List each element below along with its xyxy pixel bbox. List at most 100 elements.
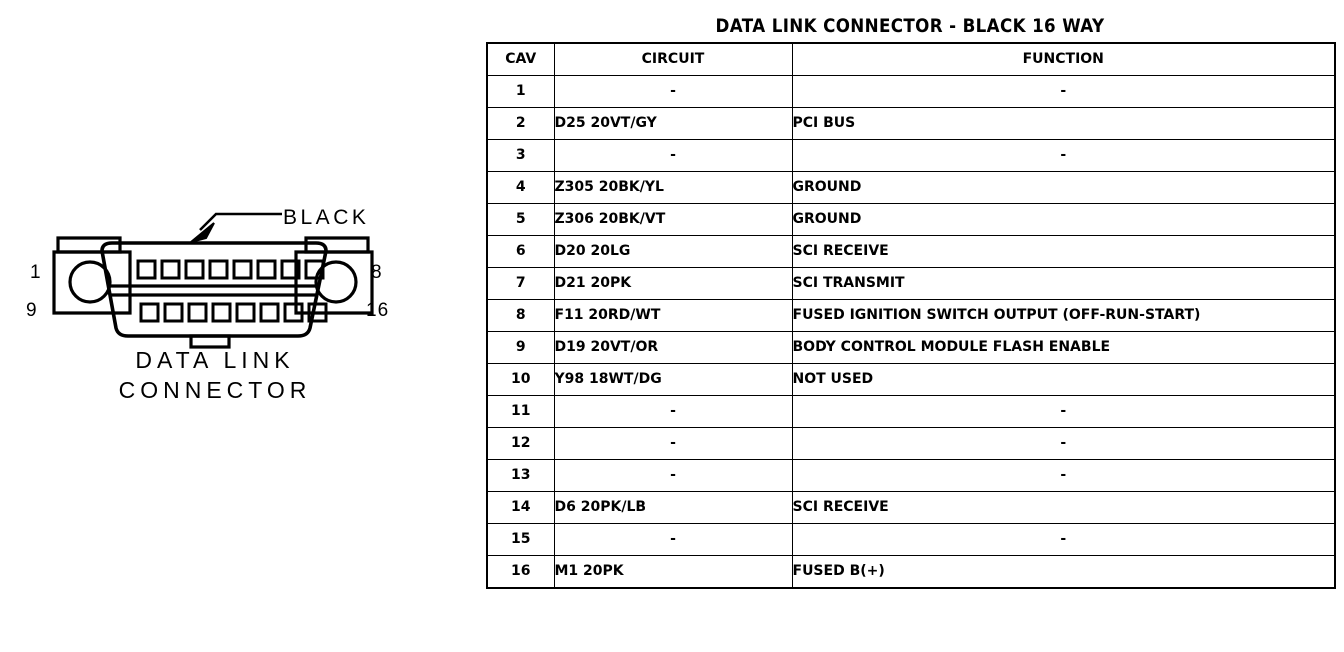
column-header-circuit: CIRCUIT: [553, 42, 793, 76]
cavity-1: [136, 259, 157, 280]
cell-circuit: D25 20VT/GY: [553, 107, 793, 140]
cavity-row-bottom: [139, 302, 328, 323]
cavity-row-top: [136, 259, 325, 280]
cell-function: -: [791, 75, 1336, 108]
cavity-14: [259, 302, 280, 323]
data-link-connector-drawing: [52, 212, 374, 349]
cell-circuit: Z305 20BK/YL: [553, 171, 793, 204]
cell-function: FUSED IGNITION SWITCH OUTPUT (OFF-RUN-ST…: [791, 299, 1336, 332]
connector-caption-line-2: CONNECTOR: [118, 377, 312, 403]
black-callout-label: BLACK: [283, 206, 370, 229]
cell-circuit: D6 20PK/LB: [553, 491, 793, 524]
cavity-15: [283, 302, 304, 323]
cell-function: -: [791, 427, 1336, 460]
cell-function: -: [791, 139, 1336, 172]
table-row: 3--: [486, 139, 1336, 172]
cell-function: SCI TRANSMIT: [791, 267, 1336, 300]
cell-cav: 3: [486, 139, 555, 172]
connector-caption: DATA LINK CONNECTOR: [0, 345, 430, 405]
cell-function: -: [791, 459, 1336, 492]
pin-label-16: 16: [366, 300, 390, 321]
cell-circuit: Z306 20BK/VT: [553, 203, 793, 236]
cavity-13: [235, 302, 256, 323]
pin-label-8: 8: [371, 262, 383, 283]
cavity-16: [307, 302, 328, 323]
column-header-cav: CAV: [486, 42, 555, 76]
cavity-7: [280, 259, 301, 280]
cell-function: SCI RECEIVE: [791, 491, 1336, 524]
table-header: CAV CIRCUIT FUNCTION: [486, 42, 1336, 76]
cell-cav: 8: [486, 299, 555, 332]
connector-caption-line-1: DATA LINK: [135, 347, 295, 373]
cavity-12: [211, 302, 232, 323]
cell-circuit: D21 20PK: [553, 267, 793, 300]
connector-bottom-tab: [189, 334, 231, 349]
cell-circuit: F11 20RD/WT: [553, 299, 793, 332]
cell-circuit: -: [553, 427, 793, 460]
cell-cav: 11: [486, 395, 555, 428]
cell-circuit: D20 20LG: [553, 235, 793, 268]
table-row: 15--: [486, 523, 1336, 556]
table-row: 13--: [486, 459, 1336, 492]
pinout-panel: DATA LINK CONNECTOR - BLACK 16 WAY CAV C…: [486, 15, 1336, 589]
cavity-9: [139, 302, 160, 323]
connector-figure: BLACK 1 9 8 16 DATA LINK CONNECTOR: [0, 0, 470, 652]
cell-circuit: -: [553, 523, 793, 556]
cavity-4: [208, 259, 229, 280]
cell-circuit: -: [553, 459, 793, 492]
cell-circuit: D19 20VT/OR: [553, 331, 793, 364]
cell-function: FUSED B(+): [791, 555, 1336, 589]
cell-cav: 9: [486, 331, 555, 364]
cell-cav: 7: [486, 267, 555, 300]
right-mount-hole: [314, 260, 358, 304]
connector-body-outline: [100, 241, 328, 338]
callout-arrowhead: [190, 222, 215, 243]
cell-function: -: [791, 523, 1336, 556]
cell-cav: 14: [486, 491, 555, 524]
cell-cav: 2: [486, 107, 555, 140]
cell-circuit: M1 20PK: [553, 555, 793, 589]
cell-circuit: -: [553, 75, 793, 108]
table-row: 12--: [486, 427, 1336, 460]
cell-cav: 16: [486, 555, 555, 589]
cell-function: -: [791, 395, 1336, 428]
cavity-5: [232, 259, 253, 280]
cavity-11: [187, 302, 208, 323]
cell-cav: 13: [486, 459, 555, 492]
table-title: DATA LINK CONNECTOR - BLACK 16 WAY: [715, 15, 1105, 37]
cavity-6: [256, 259, 277, 280]
cell-circuit: -: [553, 395, 793, 428]
cell-function: NOT USED: [791, 363, 1336, 396]
cavity-10: [163, 302, 184, 323]
cell-cav: 1: [486, 75, 555, 108]
table-row: 11--: [486, 395, 1336, 428]
pin-label-1: 1: [30, 262, 42, 283]
cell-cav: 12: [486, 427, 555, 460]
left-mounting-flange: [52, 236, 132, 315]
pin-label-9: 9: [26, 300, 38, 321]
black-callout-leader: [190, 212, 282, 243]
cell-function: BODY CONTROL MODULE FLASH ENABLE: [791, 331, 1336, 364]
cavity-2: [160, 259, 181, 280]
cell-cav: 10: [486, 363, 555, 396]
right-mounting-flange: [294, 236, 374, 315]
cell-cav: 15: [486, 523, 555, 556]
cell-cav: 4: [486, 171, 555, 204]
cavity-8: [304, 259, 325, 280]
table-header-row: CAV CIRCUIT FUNCTION: [486, 42, 1336, 76]
cell-function: SCI RECEIVE: [791, 235, 1336, 268]
cell-circuit: -: [553, 139, 793, 172]
cell-function: GROUND: [791, 203, 1336, 236]
cavity-3: [184, 259, 205, 280]
table-row: 1--: [486, 75, 1336, 108]
cell-function: GROUND: [791, 171, 1336, 204]
